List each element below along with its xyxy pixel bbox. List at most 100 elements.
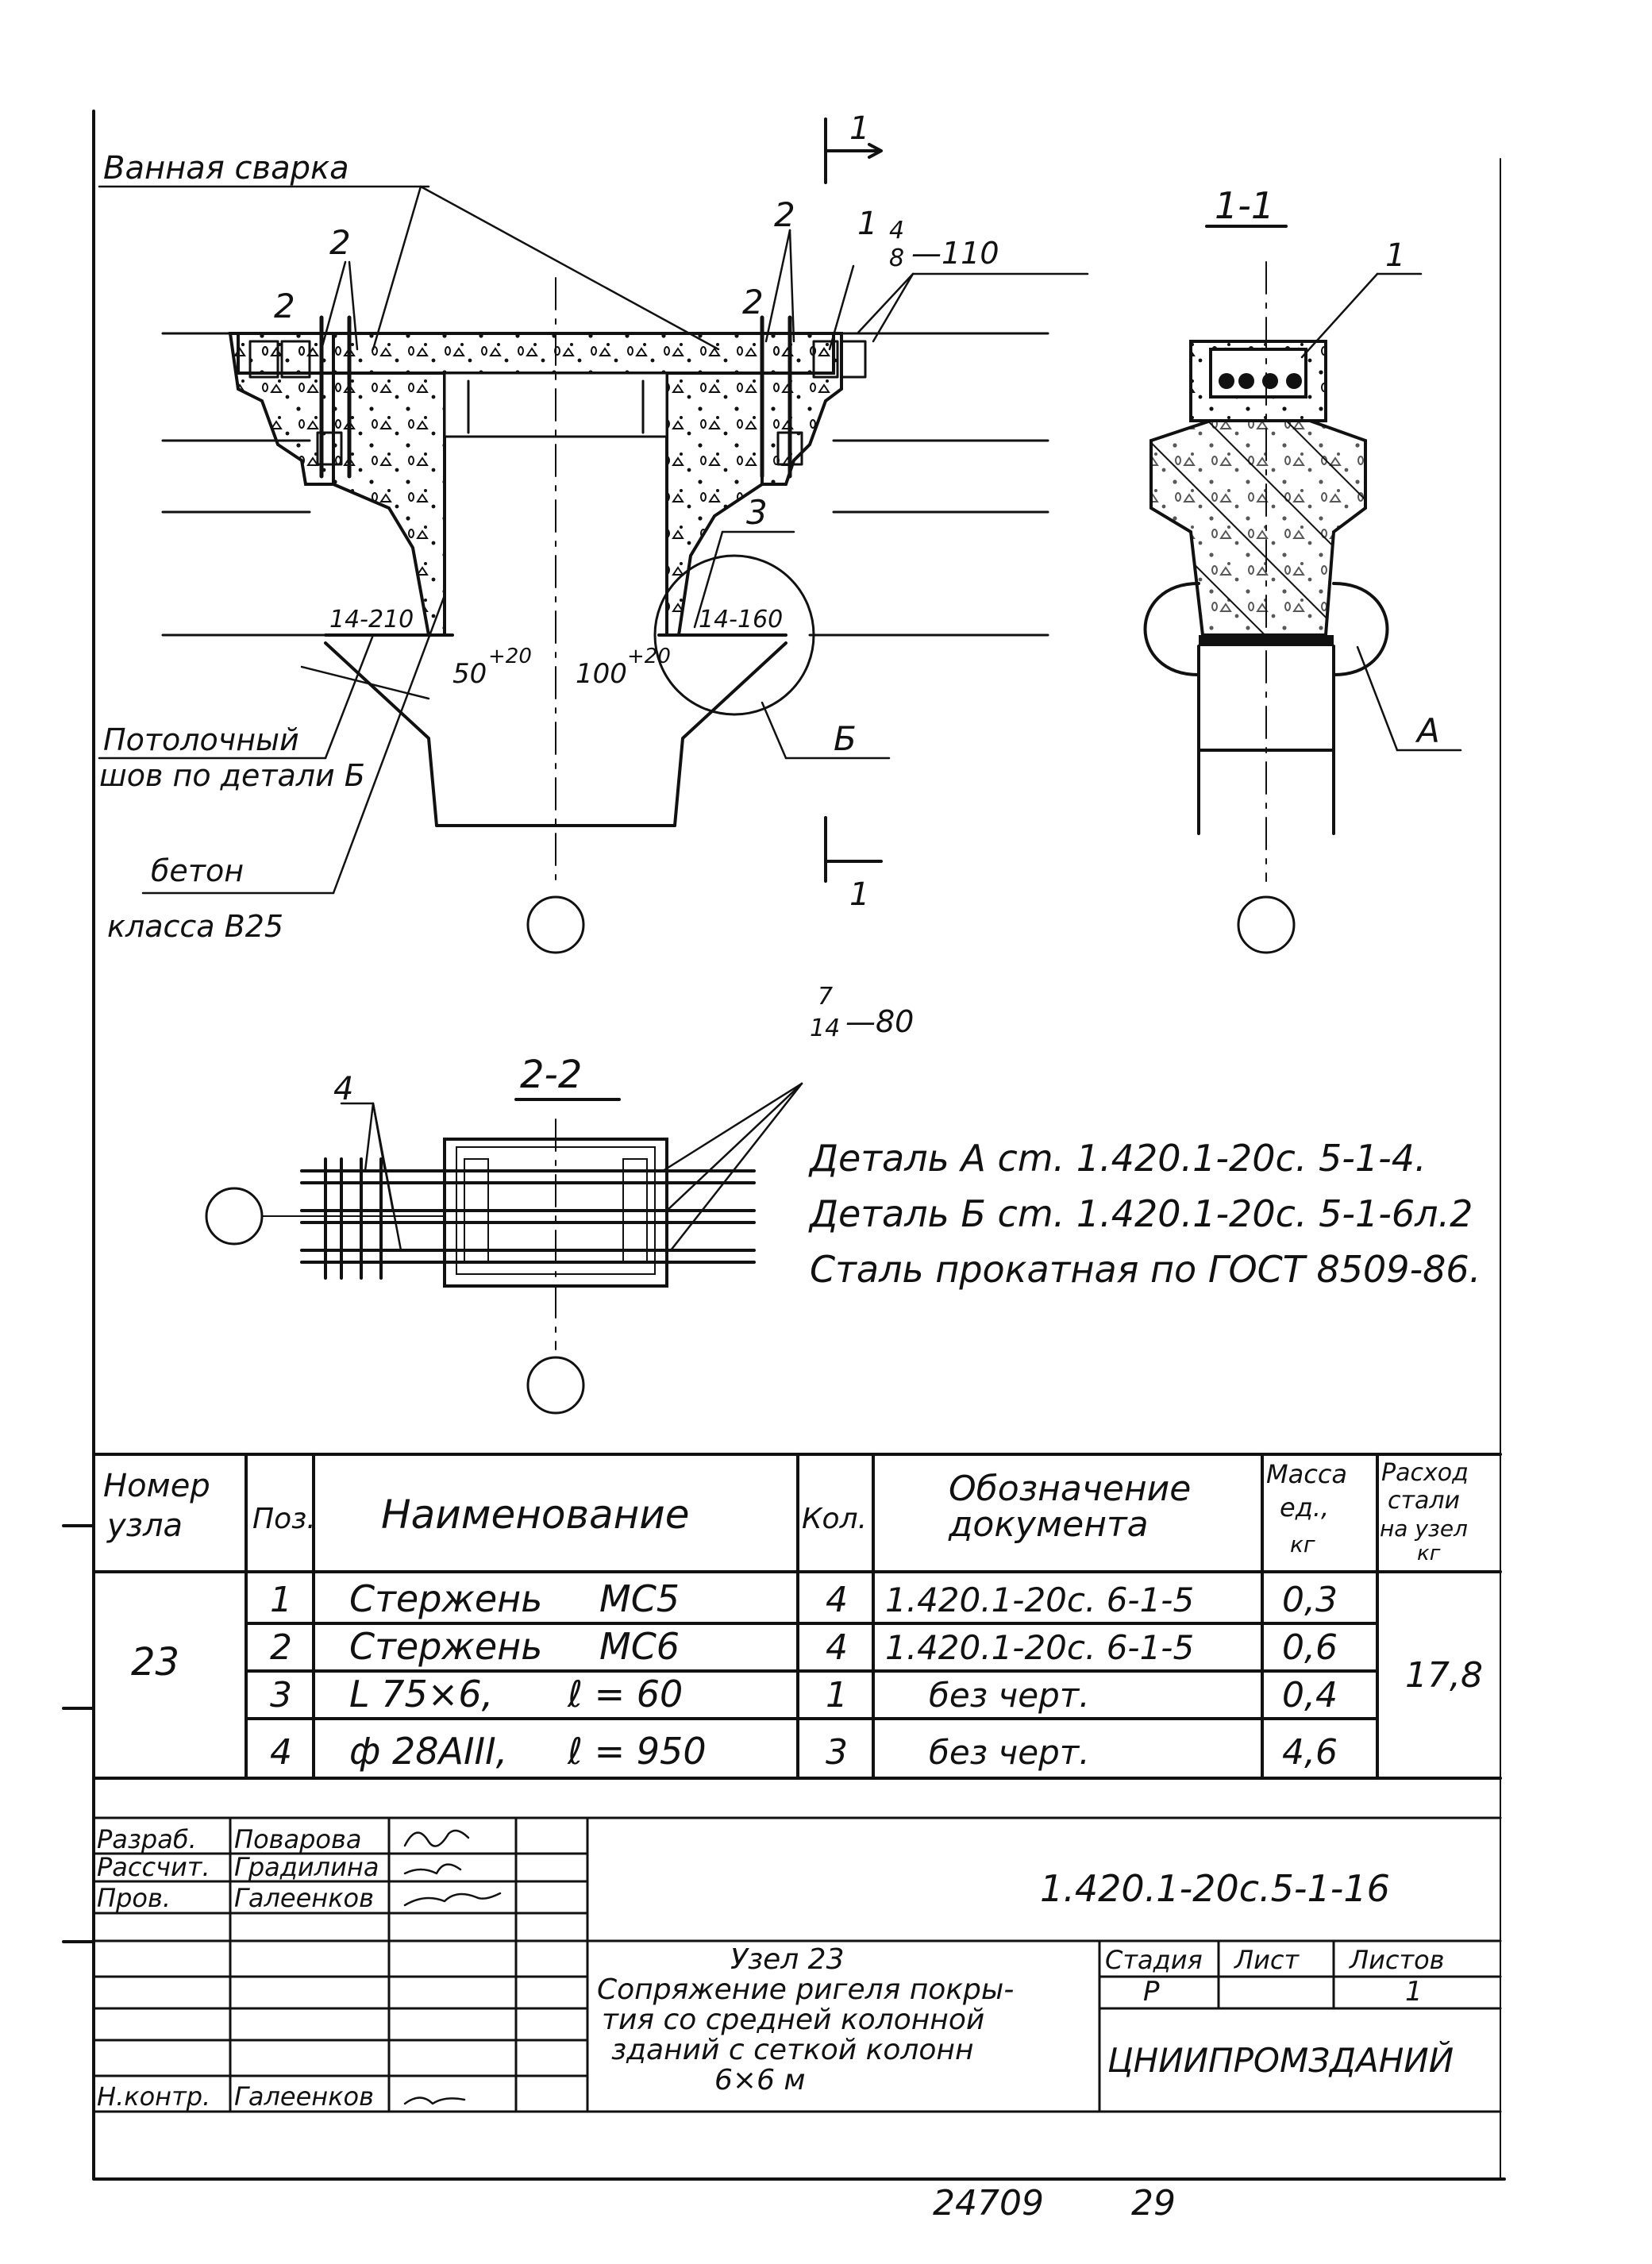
label-pos2-b: 2 — [274, 287, 295, 325]
section-cut-marker-top — [824, 117, 883, 184]
section-1-1 — [1143, 225, 1462, 954]
page-number: 29 — [1131, 2183, 1176, 2224]
cell-qty: 1 — [826, 1675, 848, 1715]
tb-stage-label: Стадия — [1105, 1945, 1203, 1975]
label-pos2-c: 2 — [774, 195, 795, 234]
label-weld-14-210: 14-210 — [329, 606, 414, 633]
anchor-blocks — [248, 340, 867, 466]
th-name: Наименование — [381, 1492, 690, 1538]
label-weld-7: 7 — [818, 983, 833, 1011]
tb-sheets-label: Листов — [1349, 1945, 1445, 1975]
tb-name: Галеенков — [234, 2081, 374, 2112]
label-weld-14-160: 14-160 — [699, 606, 783, 633]
detail-b-circle — [653, 554, 815, 716]
table-row: 1 Стержень МС5 4 1.420.1-20c. 6-1-5 0,3 — [270, 1577, 1338, 1620]
tb-name: Галеенков — [234, 1883, 374, 1913]
cell-mass: 0,3 — [1282, 1580, 1338, 1620]
tb-stage: Р — [1143, 1976, 1160, 2008]
tb-title-line: зданий с сеткой колонн — [611, 2034, 974, 2066]
tb-title-line: 6×6 м — [714, 2064, 806, 2097]
label-pos2-a: 2 — [329, 223, 351, 262]
channel-plate — [443, 372, 668, 438]
main-elevation — [98, 117, 1089, 954]
section-2-2 — [205, 1082, 803, 1415]
leader-lines-main — [98, 185, 1089, 895]
tb-title-line: Сопряжение ригеля покры- — [597, 1973, 1014, 2006]
signature-1 — [403, 1829, 470, 1847]
signature-4 — [403, 2097, 466, 2105]
th-node-1: Номер — [103, 1468, 210, 1504]
cell-doc: 1.420.1-20c. 6-1-5 — [885, 1628, 1194, 1667]
table-row: 3 L 75×6, ℓ = 60 1 без черт. 0,4 — [270, 1673, 1338, 1715]
cell-total: 17,8 — [1405, 1655, 1483, 1696]
tb-role: Разраб. — [97, 1824, 197, 1854]
label-section-2-2: 2-2 — [520, 1053, 582, 1097]
tb-name: Поварова — [234, 1824, 361, 1854]
tb-role: Н.контр. — [97, 2081, 210, 2112]
cell-pos: 4 — [270, 1732, 292, 1773]
th-usage-3: на узел — [1380, 1515, 1468, 1542]
cell-node: 23 — [131, 1640, 179, 1685]
drawing-labels: Ванная сварка 1-1 1 1 2 2 2 2 1 1 4 8 —1… — [99, 110, 1440, 1107]
th-mass-2: ед., — [1280, 1492, 1329, 1523]
label-concrete-2: класса В25 — [107, 909, 283, 944]
label-bath-welding: Ванная сварка — [103, 150, 349, 187]
title-block: Разраб. Рассчит. Пров. Н.контр. Поварова… — [97, 1824, 1454, 2112]
tb-org: ЦНИИПРОМЗДАНИЙ — [1107, 2040, 1454, 2080]
cell-name: Стержень — [349, 1625, 542, 1668]
tb-title-line: Узел 23 — [730, 1943, 845, 1976]
th-mass-1: Масса — [1266, 1459, 1347, 1489]
section-cut-marker-bottom — [824, 816, 883, 883]
cell-name: Стержень — [349, 1577, 542, 1620]
tb-title-line: тия со средней колонной — [602, 2004, 984, 2036]
label-ceiling-seam-2: шов по детали Б — [99, 758, 365, 793]
tb-role: Пров. — [97, 1883, 171, 1913]
notes: Деталь А cm. 1.420.1-20c. 5-1-4. Деталь … — [808, 1137, 1481, 1291]
table-row: 4 ф 28АIII, ℓ = 950 3 без черт. 4,6 — [270, 1730, 1338, 1773]
label-weld-80: —80 — [845, 1004, 914, 1039]
label-weld-110: —110 — [911, 236, 999, 271]
cell-qty: 4 — [826, 1580, 848, 1620]
label-weld-4: 4 — [889, 217, 904, 244]
vertical-rebars — [319, 315, 792, 479]
th-mass-3: кг — [1290, 1531, 1315, 1557]
plan-welds — [464, 1158, 648, 1263]
label-pos1-section: 1 — [1385, 237, 1405, 274]
cell-mass: 4,6 — [1282, 1732, 1338, 1773]
tb-role: Рассчит. — [97, 1852, 210, 1882]
table-row: 2 Стержень МС6 4 1.420.1-20c. 6-1-5 0,6 — [270, 1625, 1338, 1668]
label-ceiling-seam-1: Потолочный — [103, 722, 299, 757]
label-pos3: 3 — [746, 493, 768, 532]
cell-pos: 1 — [270, 1580, 292, 1620]
beam-right — [808, 332, 1049, 637]
cell-mass: 0,6 — [1282, 1627, 1338, 1668]
label-detail-b: Б — [834, 719, 857, 758]
axis-bubble-section — [1237, 895, 1296, 954]
label-pos4: 4 — [333, 1071, 353, 1107]
th-node-2: узла — [106, 1507, 183, 1544]
cell-doc: 1.420.1-20c. 6-1-5 — [885, 1581, 1194, 1619]
label-dim-50-tol: +20 — [488, 645, 532, 668]
cell-qty: 4 — [826, 1627, 848, 1668]
archive-number: 24709 — [933, 2183, 1044, 2224]
bearing-plates — [324, 633, 787, 827]
detail-a-oval — [1143, 582, 1389, 676]
th-qty: Кол. — [802, 1503, 867, 1535]
label-detail-a: А — [1415, 711, 1440, 750]
cell-mark: ℓ = 950 — [567, 1730, 707, 1773]
footer: 24709 29 — [933, 2183, 1176, 2224]
label-pos2-d: 2 — [742, 283, 764, 322]
th-usage-2: стали — [1388, 1487, 1460, 1515]
spec-table-grid — [92, 1453, 1502, 1780]
tb-sheets: 1 — [1405, 1976, 1423, 2008]
cell-doc: без черт. — [929, 1733, 1090, 1772]
cell-doc: без черт. — [929, 1676, 1090, 1715]
label-cut-bottom: 1 — [849, 876, 869, 913]
cell-mark: МС5 — [599, 1577, 680, 1620]
note-detail-b: Деталь Б cm. 1.420.1-20c. 5-1-6л.2 — [808, 1192, 1473, 1235]
signatures — [403, 1829, 502, 2105]
label-dim-50: 50 — [452, 658, 487, 690]
axis-bubble-main — [526, 895, 585, 954]
cell-name: ф 28АIII, — [349, 1730, 507, 1773]
